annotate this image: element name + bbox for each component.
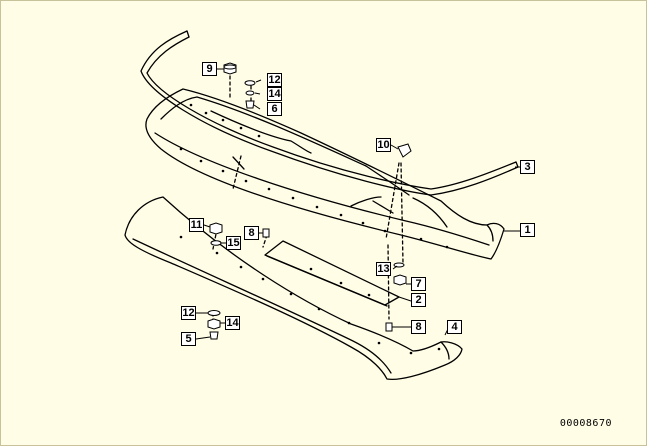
callout-8-right[interactable]: 8 — [411, 320, 426, 334]
callout-8-left[interactable]: 8 — [244, 226, 259, 240]
seal-strip — [140, 30, 519, 196]
callout-7[interactable]: 7 — [411, 277, 426, 291]
callout-4[interactable]: 4 — [447, 320, 462, 334]
callout-13[interactable]: 13 — [376, 262, 391, 276]
callout-9[interactable]: 9 — [202, 62, 217, 76]
callout-10[interactable]: 10 — [376, 138, 391, 152]
callout-11[interactable]: 11 — [189, 218, 204, 232]
callout-6[interactable]: 6 — [267, 102, 282, 116]
callout-5[interactable]: 5 — [181, 332, 196, 346]
callout-14-top[interactable]: 14 — [267, 87, 282, 101]
drawing-code: 00008670 — [559, 418, 612, 429]
callout-3[interactable]: 3 — [520, 160, 535, 174]
callout-14-bottom[interactable]: 14 — [225, 316, 240, 330]
callout-12-bottom[interactable]: 12 — [181, 306, 196, 320]
hardware-group-left — [212, 75, 404, 332]
callout-1[interactable]: 1 — [520, 223, 535, 237]
callout-15[interactable]: 15 — [226, 236, 241, 250]
upper-panel — [145, 88, 505, 260]
callout-2[interactable]: 2 — [411, 293, 426, 307]
lower-spoiler — [124, 196, 463, 381]
callout-12-top[interactable]: 12 — [267, 73, 282, 87]
